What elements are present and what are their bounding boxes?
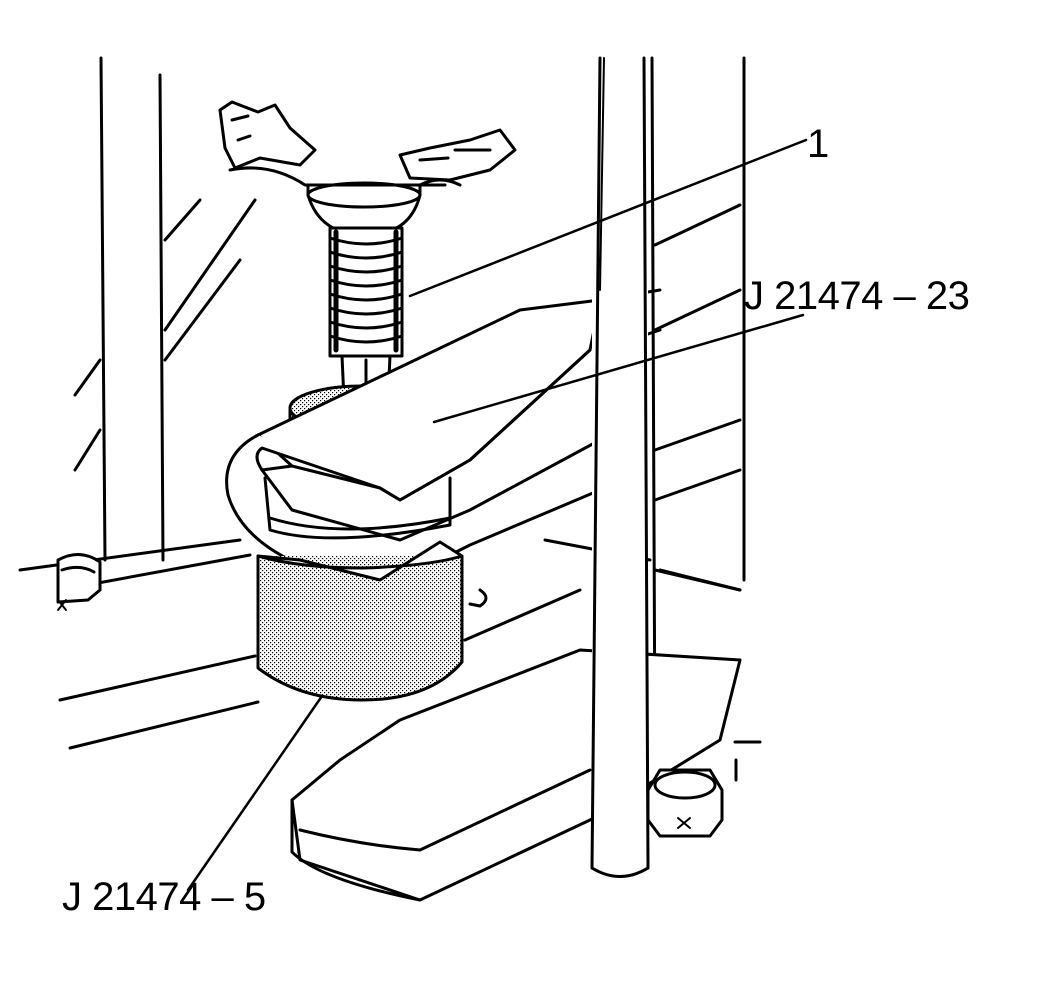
callout-label-tool-23: J 21474 – 23 [744,274,970,318]
callout-label-tool-5: J 21474 – 5 [62,875,266,919]
receiver-cylinder [256,476,488,702]
hex-nut-left [56,553,102,611]
leader-line-1 [408,138,808,298]
press-ram [218,100,517,237]
leader-lines [186,138,808,892]
callout-label-1: 1 [807,122,829,166]
press-column [590,56,650,878]
hex-nut-right [646,740,762,838]
leader-line-23 [432,313,805,424]
leader-line-5 [186,694,324,892]
yoke-bracket [225,288,662,592]
